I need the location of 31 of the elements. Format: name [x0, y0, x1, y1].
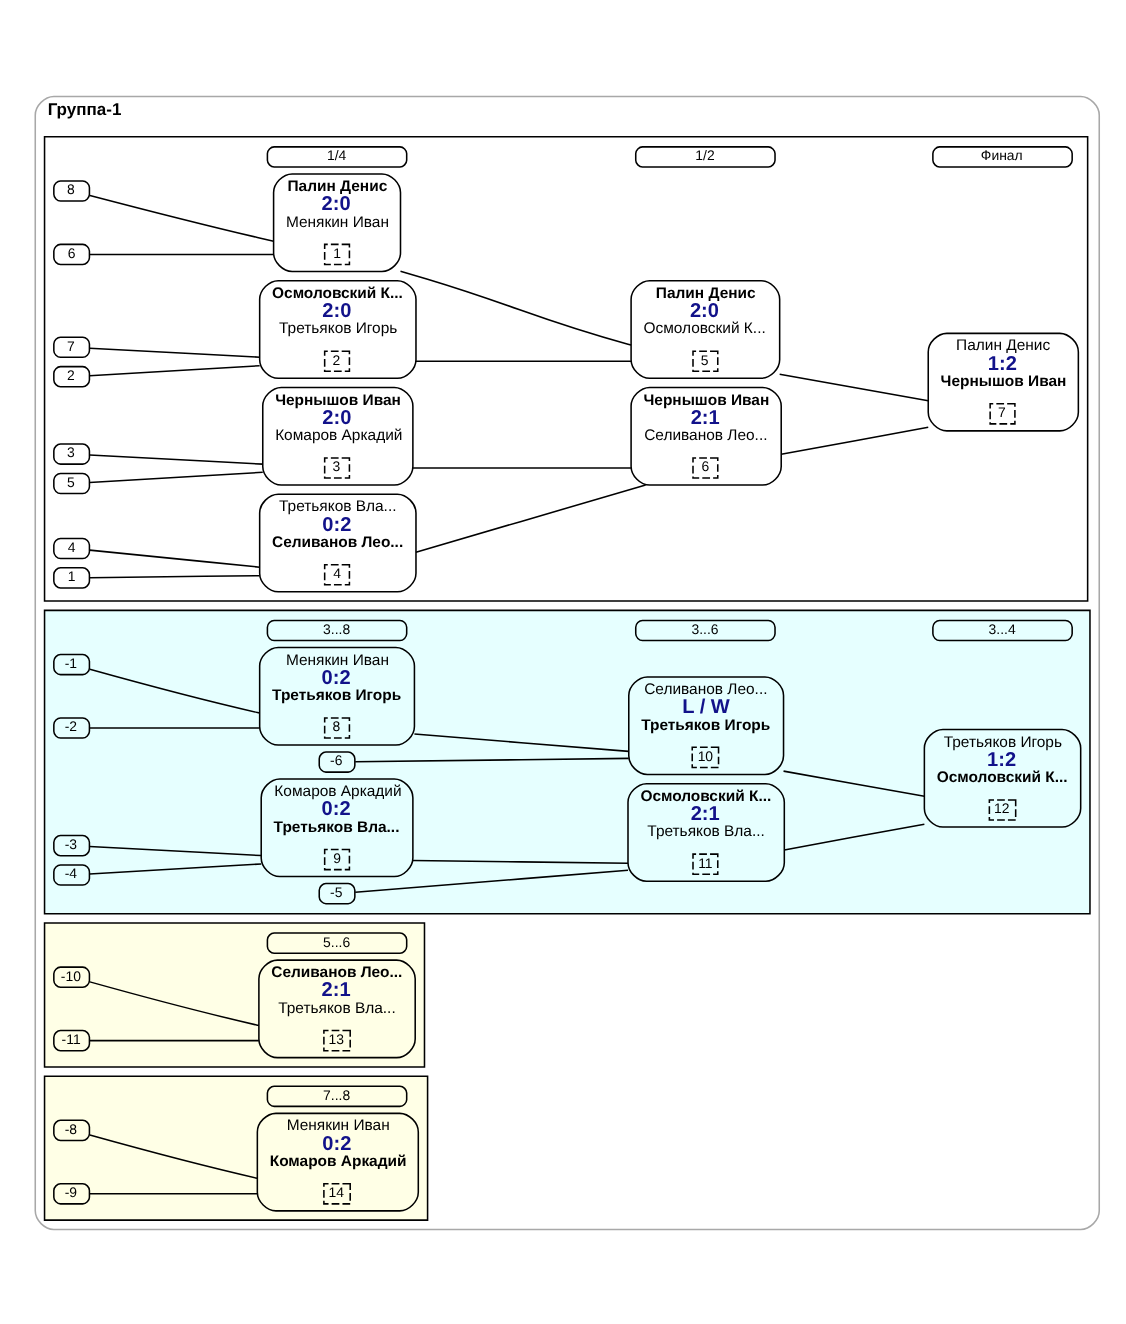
cluster — [43, 135, 1089, 601]
cluster — [43, 1074, 429, 1220]
connector — [88, 862, 262, 874]
connector — [88, 1038, 260, 1041]
connector — [780, 425, 929, 455]
connector — [415, 483, 647, 552]
connector — [88, 470, 264, 483]
connector — [88, 573, 261, 578]
connector — [783, 822, 926, 850]
connector — [88, 453, 264, 464]
connector — [399, 269, 632, 345]
connector — [89, 980, 260, 1026]
connector — [88, 844, 262, 856]
connector — [412, 858, 629, 863]
connector — [89, 193, 275, 241]
connector — [354, 868, 629, 893]
cluster — [43, 921, 426, 1067]
connector — [88, 363, 261, 376]
connector — [88, 346, 261, 357]
connector — [89, 1133, 259, 1179]
connector — [88, 252, 275, 255]
connector — [778, 372, 929, 401]
connector — [412, 466, 632, 468]
connector — [782, 769, 926, 797]
connector — [415, 359, 632, 361]
connector — [89, 667, 261, 713]
connector — [88, 1192, 259, 1194]
connector — [88, 548, 261, 567]
connector — [413, 732, 630, 752]
connector — [88, 726, 261, 728]
cluster — [43, 608, 1091, 914]
